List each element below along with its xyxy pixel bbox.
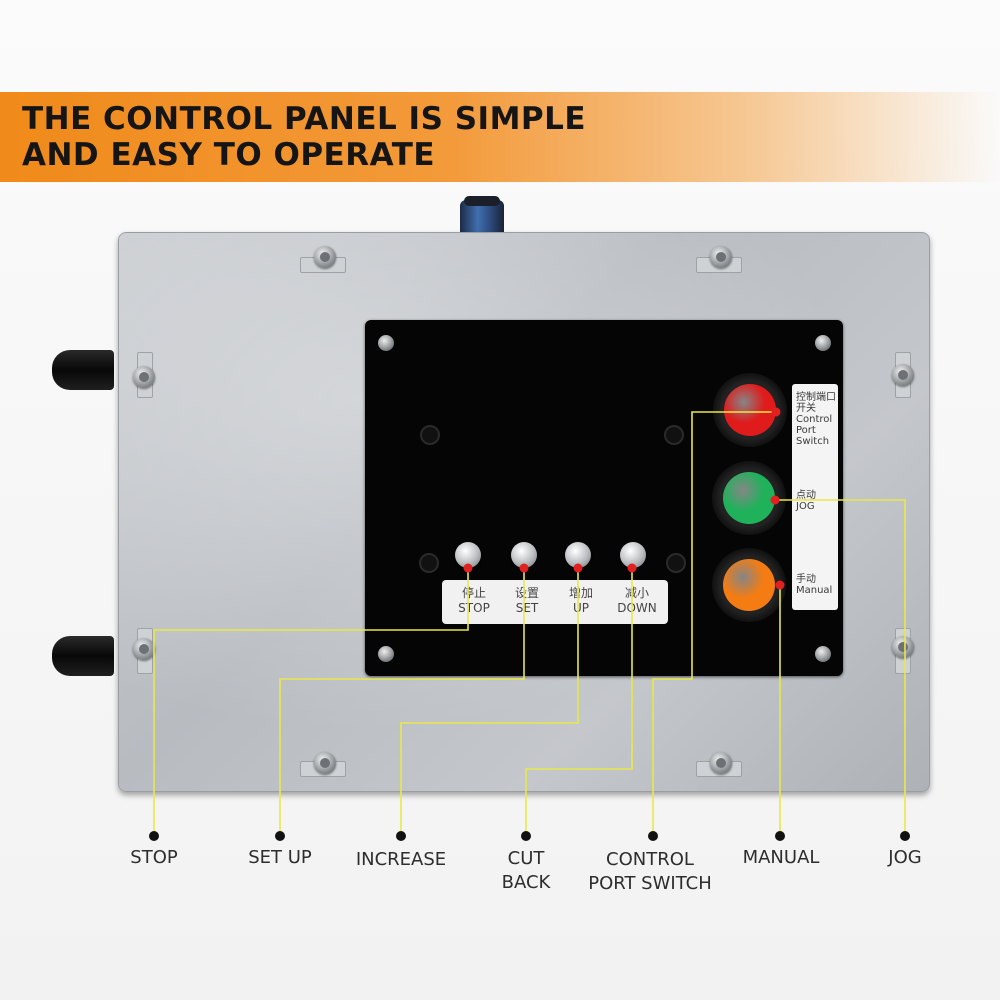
manual-indicator-dot [775,580,785,590]
panel-screw [664,425,684,445]
panel-screw [378,646,394,662]
down-switch-label: 减小 DOWN [609,586,665,616]
control-callout-dot [648,831,658,841]
cutback-callout-label: CUT BACK [501,848,551,893]
panel-screw [666,553,686,573]
housing-screw [892,364,914,386]
control-indicator-dot [771,407,781,417]
lamp-label-strip [792,384,838,610]
switch-label-strip [442,580,668,624]
knob-cap [464,196,500,206]
cutback-leader-line [525,568,633,835]
red-lamp-face [724,384,776,436]
housing-screw [133,366,155,388]
setup-callout-label: SET UP [248,847,312,868]
jog-indicator-dot [770,495,780,505]
manual-callout-dot [775,831,785,841]
increase-callout-dot [396,831,406,841]
panel-screw [378,335,394,351]
banner-title-line-1: THE CONTROL PANEL IS SIMPLE [22,101,587,137]
panel-screw [420,425,440,445]
housing-screw [710,752,732,774]
up-indicator-dot [573,563,583,573]
setup-callout-dot [275,831,285,841]
left-lower-connector [52,636,114,676]
control-port-leader-line [652,411,776,835]
manual-orange-button[interactable] [712,548,786,622]
stop-callout-dot [149,831,159,841]
manual-callout-label: MANUAL [742,847,820,868]
manual-label-en: Manual [796,585,833,596]
control-port-callout-label: CONTROL PORT SWITCH [588,849,712,894]
up-label-en: UP [572,601,590,615]
housing-screw [892,636,914,658]
left-upper-connector [52,350,114,390]
jog-label-en: JOG [796,501,815,512]
stop-leader-line [153,568,469,835]
green-lamp-face [723,472,775,524]
increase-callout-label: INCREASE [355,849,447,870]
jog-label: 点动 JOG [796,490,838,512]
stop-label-en: STOP [458,601,490,615]
header-banner [0,92,1000,182]
down-indicator-dot [627,563,637,573]
stop-callout-label: STOP [130,847,178,868]
panel-screw [815,646,831,662]
up-switch-label: 增加 UP [553,586,609,616]
control-port-label-en: Control Port Switch [796,414,833,447]
stop-indicator-dot [463,563,473,573]
jog-callout-dot [900,831,910,841]
jog-leader-line [775,499,906,835]
cutback-callout-dot [521,831,531,841]
down-label-en: DOWN [617,601,657,615]
manual-label-cn: 手动 [796,574,816,585]
set-indicator-dot [519,563,529,573]
panel-screw [815,335,831,351]
jog-label-cn: 点动 [796,490,816,501]
panel-screw [419,553,439,573]
manual-label: 手动 Manual [796,574,838,596]
control-port-label-cn: 控制端口开关 [796,392,836,414]
set-label-cn: 设置 [514,586,539,600]
banner-title-line-2: AND EASY TO OPERATE [22,137,436,173]
housing-screw [710,246,732,268]
housing-screw [314,752,336,774]
set-switch-label: 设置 SET [499,586,555,616]
control-port-label: 控制端口开关 Control Port Switch [796,392,838,447]
set-label-en: SET [515,601,539,615]
jog-callout-label: JOG [888,847,922,868]
down-label-cn: 减小 [624,586,649,600]
housing-screw [133,638,155,660]
adjustment-knob[interactable] [460,200,504,236]
setup-leader-line [279,568,525,835]
orange-lamp-face [723,559,775,611]
up-label-cn: 增加 [568,586,593,600]
housing-screw [314,246,336,268]
increase-leader-line [400,568,579,835]
